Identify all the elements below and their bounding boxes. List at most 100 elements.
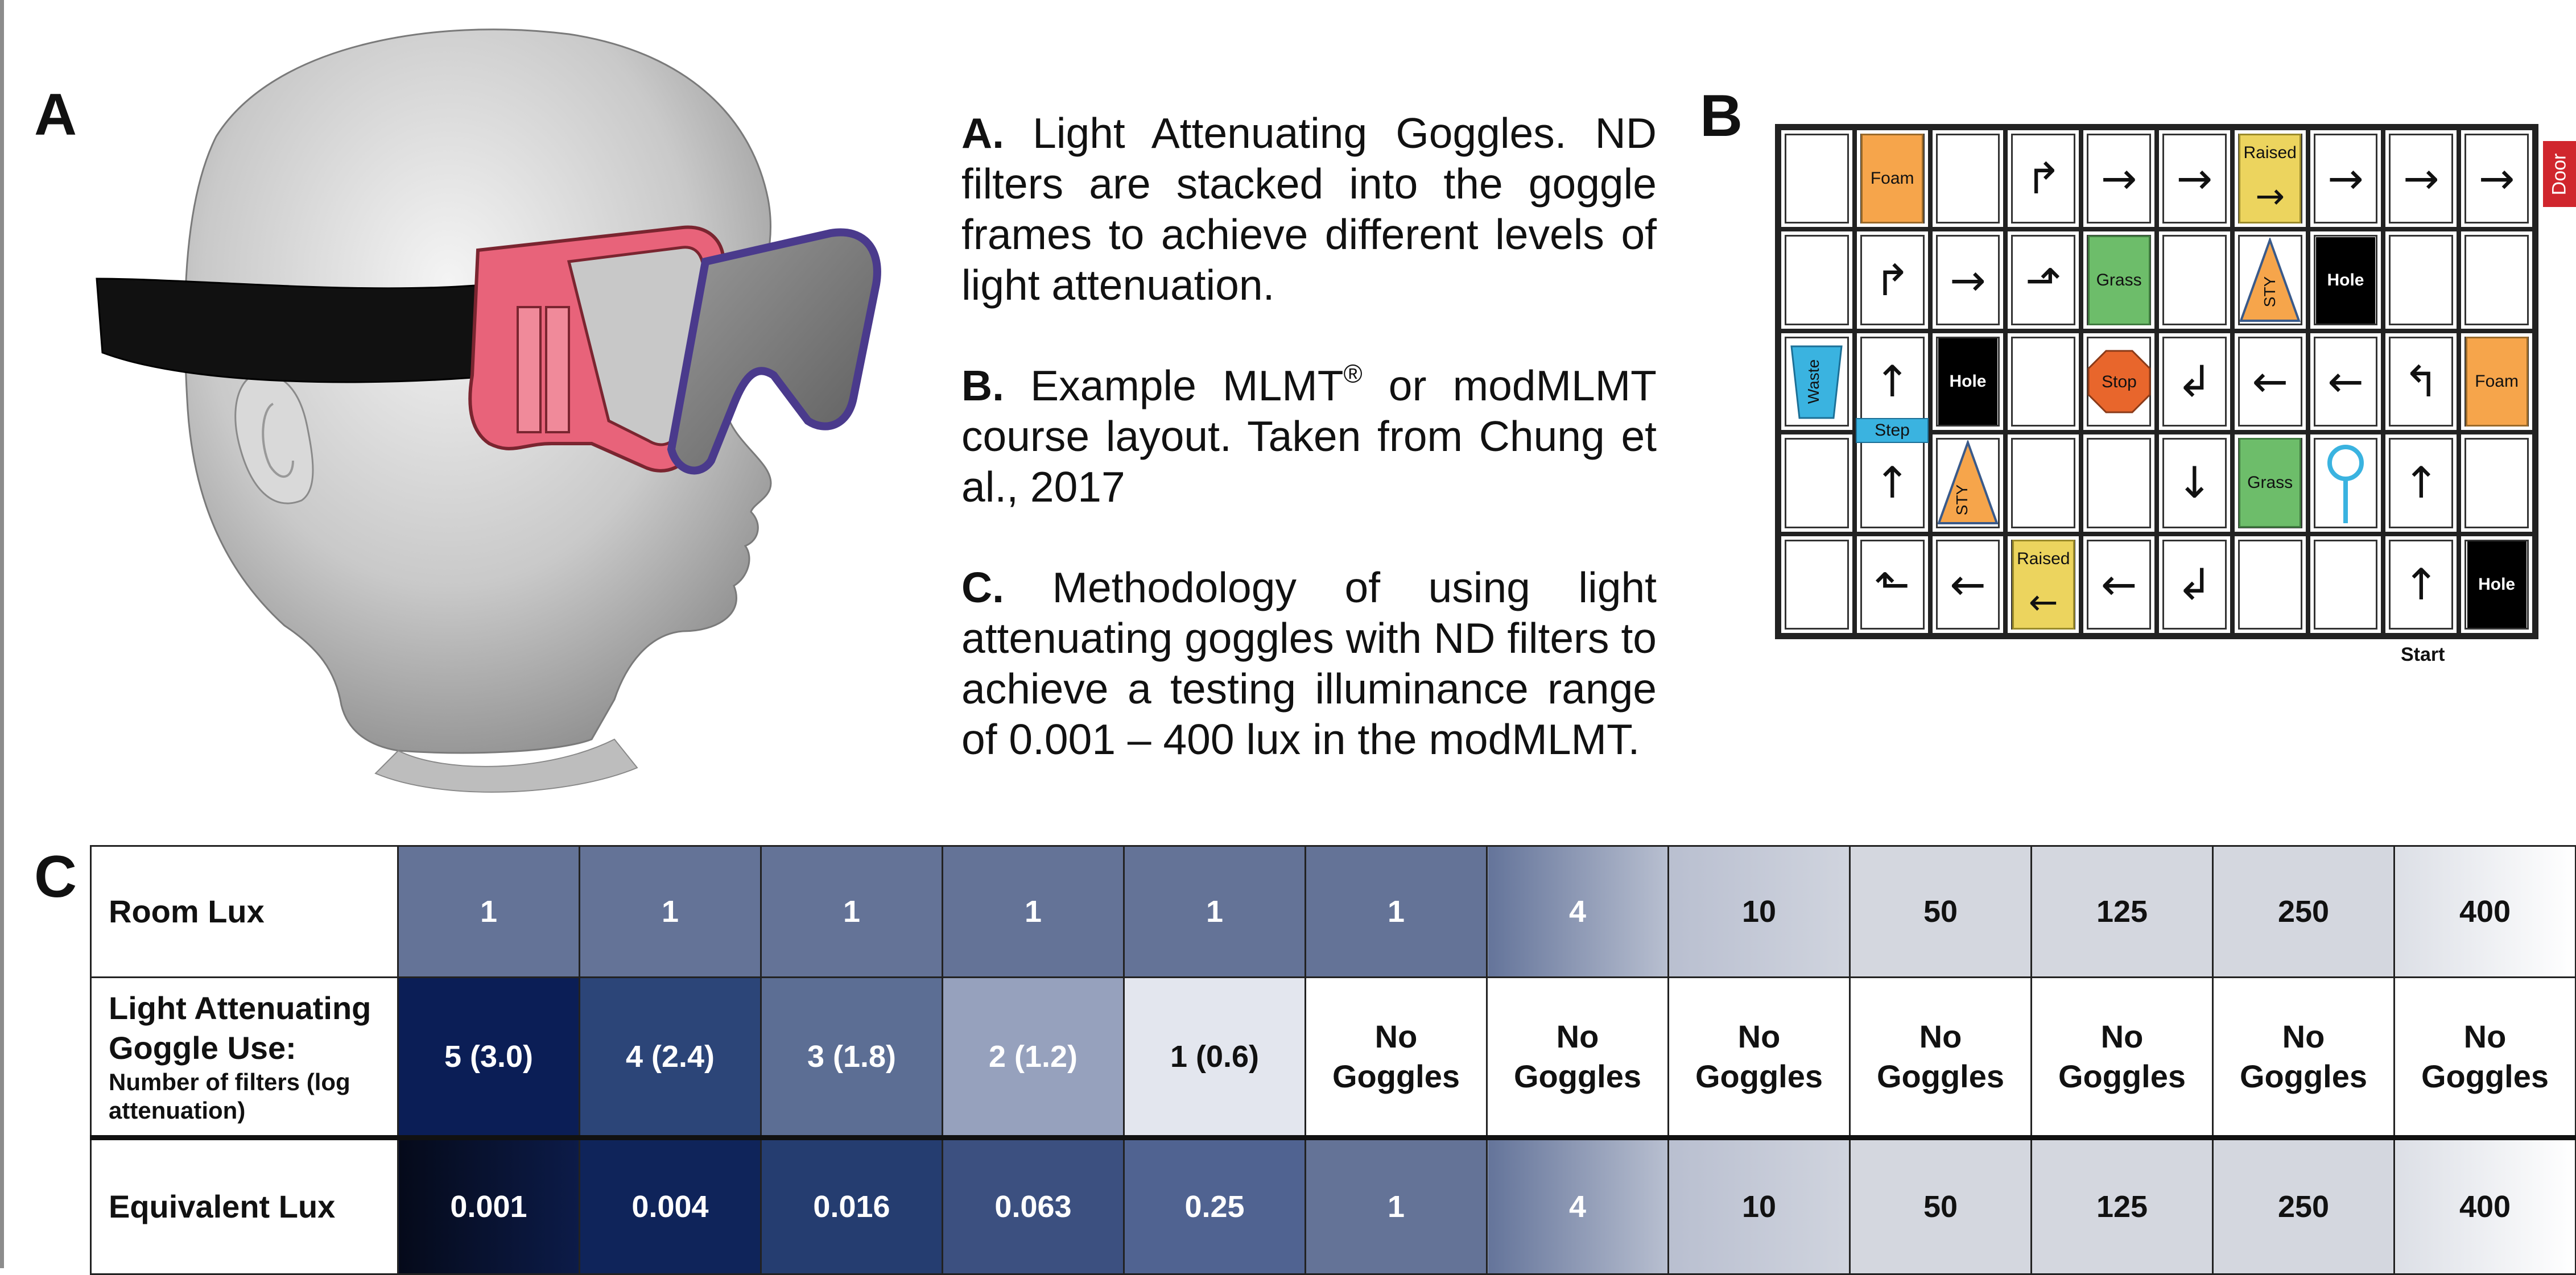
raised-obstacle: Raised ← [2012,539,2075,630]
caption-b: B. Example MLMT® or modMLMT course layou… [961,361,1657,512]
raised-obstacle: Raised → [2239,134,2302,224]
course-cell: ⬏ [2005,229,2082,331]
goggle-use-header-sub: Number of filters (log attenuation) [109,1069,350,1124]
course-cell: → [2157,128,2232,230]
course-arrow: → [2255,175,2285,217]
goggle-strap [96,278,502,383]
course-cell [2459,432,2534,534]
equivalent-lux-cell: 10 [1667,1135,1851,1275]
course-arrow: → [2478,153,2515,204]
caption-b-text-2: or modMLMT course layout. Taken from Chu… [961,362,1657,511]
course-arrow: ↑ [1874,355,1911,407]
room-lux-cell: 125 [2030,845,2214,978]
room-lux-cell: 250 [2212,845,2395,978]
goggle-use-cell: No Goggles [1486,976,1669,1139]
sty-label: STY [2261,276,2278,307]
course-cell: STY [1930,432,2006,534]
goggle-use-cell: 5 (3.0) [397,976,580,1139]
course-cell: ← [2232,330,2308,433]
purple-goggle-frame [667,228,881,475]
course-arrow: → [2100,153,2137,204]
equivalent-lux-cell: 0.25 [1123,1135,1306,1275]
raised-label: Raised [2017,549,2070,568]
room-lux-cell: 4 [1486,845,1669,978]
room-lux-cell: 50 [1849,845,2032,978]
step-obstacle: Step [1856,418,1929,443]
panel-label-c: C [34,844,77,910]
course-cell: Stop [2081,330,2157,433]
waste-label: Waste [1805,359,1822,404]
hole-obstacle: Hole [2315,237,2375,324]
course-cell: ↲ [2157,330,2232,433]
course-cell: ⬑ [1854,533,1930,635]
equivalent-lux-cell: 50 [1849,1135,2032,1275]
course-cell: → [2081,128,2157,230]
equivalent-lux-cell: 0.001 [397,1135,580,1275]
goggle-use-cell: No Goggles [1849,976,2032,1139]
course-cell: → [2307,128,2384,230]
room-lux-cell: 1 [760,845,943,978]
door-label: Door [2548,153,2570,195]
course-arrow: ← [2252,355,2289,407]
course-arrow: → [2176,153,2213,204]
room-lux-cell: 1 [579,845,762,978]
course-arrow: ← [1950,558,1986,610]
goggle-use-cell: No Goggles [2030,976,2214,1139]
course-cell: → [1930,229,2006,331]
step-label: Step [1875,421,1910,440]
equivalent-lux-cell: 250 [2212,1135,2395,1275]
course-arrow: ↑ [2402,457,2439,508]
left-border [0,0,4,1268]
course-cell [1779,533,1855,635]
caption-a-text: Light Attenuating Goggles. ND filters ar… [961,109,1657,309]
foam-obstacle: Foam [1861,134,1924,224]
caption-b-marker: B. [961,362,1004,409]
course-arrow: ↲ [2176,355,2213,407]
panel-label-b: B [1700,83,1743,149]
panel-label-a: A [34,82,77,148]
course-arrow: ⬏ [2025,254,2062,305]
course-cell: ← [1930,533,2006,635]
equivalent-lux-header: Equivalent Lux [90,1135,399,1275]
room-lux-cell: 400 [2393,845,2576,978]
goggles-head-illustration [96,28,881,793]
waste-bin-obstacle: Waste [1789,342,1844,421]
registered-mark: ® [1343,359,1363,388]
course-arrow: ← [2327,355,2364,407]
goggle-use-header: Light Attenuating Goggle Use: Number of … [90,976,399,1139]
hole-obstacle: Hole [2467,541,2527,628]
figure-caption: A. Light Attenuating Goggles. ND filters… [961,108,1657,815]
course-cell: Grass [2081,229,2157,331]
waste-bin-icon: Waste [1790,345,1843,419]
course-cell: Raised → [2232,128,2308,230]
equivalent-lux-cell: 1 [1304,1135,1488,1275]
course-arrow: ← [2028,581,2058,623]
goggle-use-cell: No Goggles [1667,976,1851,1139]
room-lux-cell: 1 [397,845,580,978]
grass-obstacle: Grass [2239,438,2302,528]
course-cell: Hole [1930,330,2006,433]
course-cell [1930,128,2006,230]
course-cell: ↰ [2383,330,2459,433]
goggle-use-header-main: Light Attenuating Goggle Use: [109,990,371,1066]
course-arrow: ↱ [2025,153,2062,204]
course-arrow: ← [2100,558,2137,610]
course-arrow: ↑ [2402,558,2439,610]
equivalent-lux-cell: 0.063 [942,1135,1125,1275]
raised-label: Raised [2243,143,2297,163]
course-arrow: → [2402,153,2439,204]
course-cell: Raised ← [2005,533,2082,635]
course-cell [2005,330,2082,433]
course-cell: Hole [2307,229,2384,331]
door-sign: Door [2543,141,2576,207]
goggle-use-cell: 2 (1.2) [942,976,1125,1139]
course-cell: ↑ [1854,432,1930,534]
course-cell: ↱ [2005,128,2082,230]
course-cell: ↱ [1854,229,1930,331]
course-arrow: ↰ [2402,355,2439,407]
course-cell: ← [2081,533,2157,635]
caption-c-marker: C. [961,564,1004,611]
